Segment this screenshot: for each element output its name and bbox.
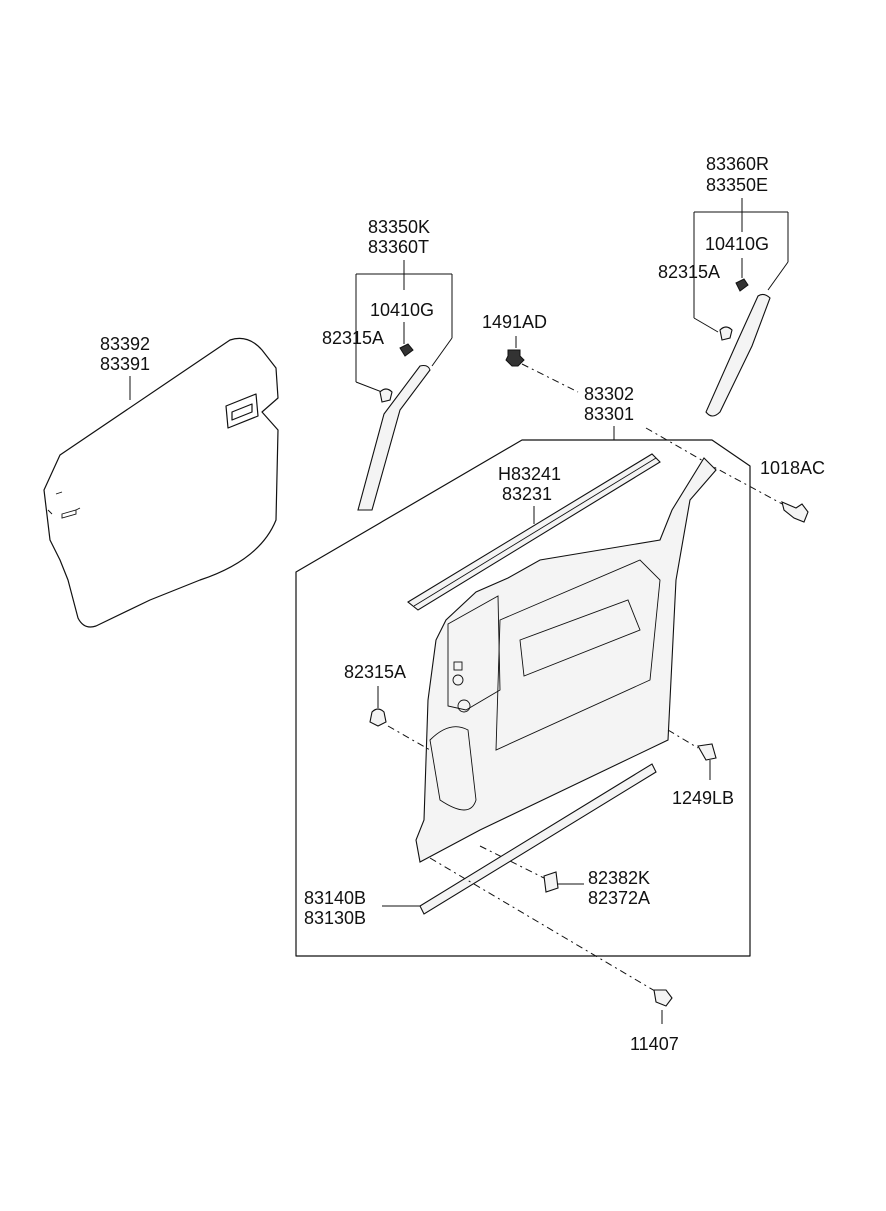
label-83350E[interactable]: 83350E (706, 175, 768, 195)
label-83391[interactable]: 83391 (100, 354, 150, 374)
trim-upper-pocket (447, 595, 501, 711)
trim-assembly-box (295, 439, 751, 957)
trim-grab-handle (519, 599, 641, 677)
pillar-trim-right (705, 293, 771, 417)
panel-handle-opening (225, 393, 259, 429)
lower-weatherstrip (419, 763, 657, 915)
clip-82315A-center (369, 708, 387, 727)
screw-1249LB (697, 743, 717, 761)
label-10410G-right[interactable]: 10410G (705, 234, 769, 254)
pillar-trim-left (357, 364, 431, 511)
screw-1018AC (781, 501, 809, 523)
label-11407[interactable]: 11407 (630, 1034, 679, 1054)
label-H83241[interactable]: H83241 (498, 464, 561, 484)
clip-10410G-right (735, 278, 749, 292)
trim-armrest-area (495, 559, 661, 751)
door-trim-panel (415, 457, 717, 863)
door-trim-assembly: 83302 83301 1018AC H83241 83231 82315A 1… (295, 384, 825, 957)
trim-lock-knob (452, 674, 464, 686)
clip-1491AD-group: 1491AD (482, 312, 579, 393)
label-83360T[interactable]: 83360T (368, 237, 429, 257)
label-1249LB[interactable]: 1249LB (672, 788, 734, 808)
clip-1491AD (505, 349, 525, 367)
label-82372A[interactable]: 82372A (588, 888, 650, 908)
label-83301[interactable]: 83301 (584, 404, 634, 424)
label-82382K[interactable]: 82382K (588, 868, 650, 888)
label-1491AD[interactable]: 1491AD (482, 312, 547, 332)
label-82315A-right[interactable]: 82315A (658, 262, 720, 282)
label-83350K[interactable]: 83350K (368, 217, 430, 237)
leader-83360R (693, 198, 789, 318)
cap-82382K (543, 871, 559, 893)
label-83140B[interactable]: 83140B (304, 888, 366, 908)
label-83360R[interactable]: 83360R (706, 154, 769, 174)
trim-speaker-pocket (429, 726, 477, 811)
label-83231[interactable]: 83231 (502, 484, 552, 504)
outer-door-panel (43, 337, 279, 628)
label-1018AC[interactable]: 1018AC (760, 458, 825, 478)
right-pillar-trim-group: 83360R 83350E 10410G 82315A (658, 154, 789, 417)
label-83392[interactable]: 83392 (100, 334, 150, 354)
label-83302[interactable]: 83302 (584, 384, 634, 404)
bolt-11407-group: 11407 (429, 857, 679, 1054)
label-83130B[interactable]: 83130B (304, 908, 366, 928)
left-pillar-trim-group: 83350K 83360T 10410G 82315A (322, 217, 453, 511)
clip-10410G-left (399, 343, 414, 357)
label-82315A-center[interactable]: 82315A (344, 662, 406, 682)
clip-82315A-left (379, 388, 393, 403)
outer-door-panel-group: 83392 83391 (43, 334, 279, 628)
bolt-11407 (653, 989, 673, 1007)
label-10410G-left[interactable]: 10410G (370, 300, 434, 320)
clip-82315A-right (719, 326, 733, 341)
label-82315A-left[interactable]: 82315A (322, 328, 384, 348)
